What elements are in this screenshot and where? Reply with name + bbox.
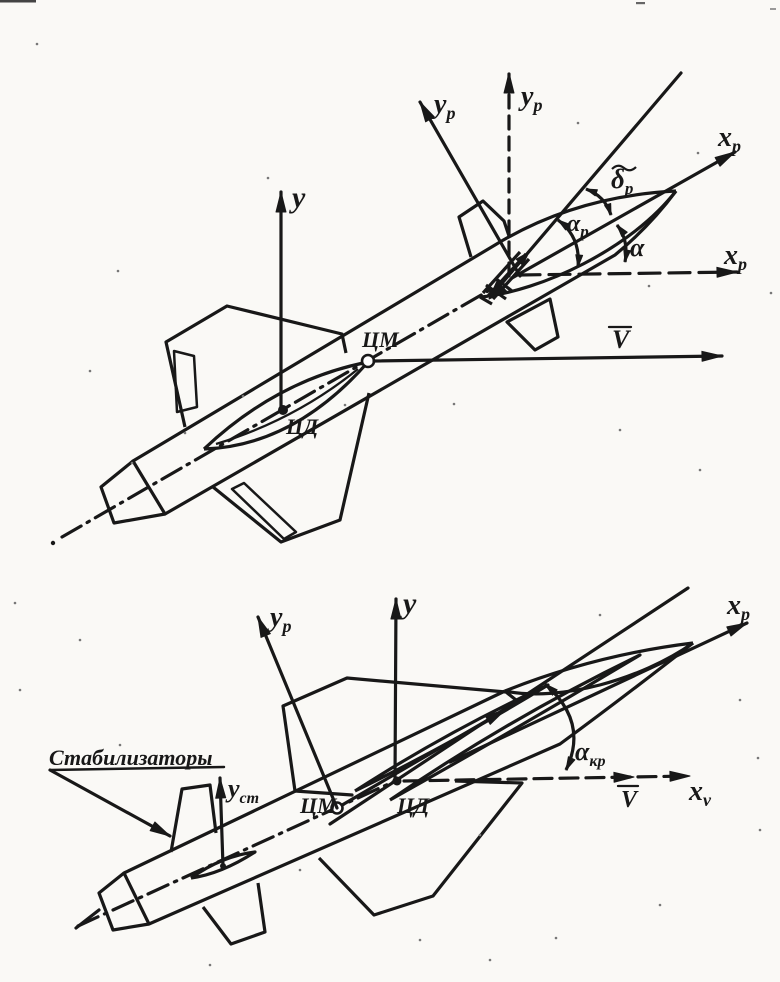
svg-text:V: V: [621, 787, 639, 813]
svg-text:ЦМ: ЦМ: [361, 327, 400, 352]
svg-text:α: α: [630, 233, 645, 262]
svg-text:y: y: [289, 181, 306, 214]
svg-text:ЦМ: ЦМ: [299, 793, 338, 818]
svg-text:Стабилизаторы: Стабилизаторы: [49, 745, 213, 770]
svg-text:V: V: [612, 325, 632, 354]
svg-text:yp: yp: [267, 602, 291, 636]
svg-text:ЦД: ЦД: [396, 793, 430, 818]
svg-text:ЦД: ЦД: [285, 414, 319, 439]
svg-text:y: y: [400, 587, 417, 620]
